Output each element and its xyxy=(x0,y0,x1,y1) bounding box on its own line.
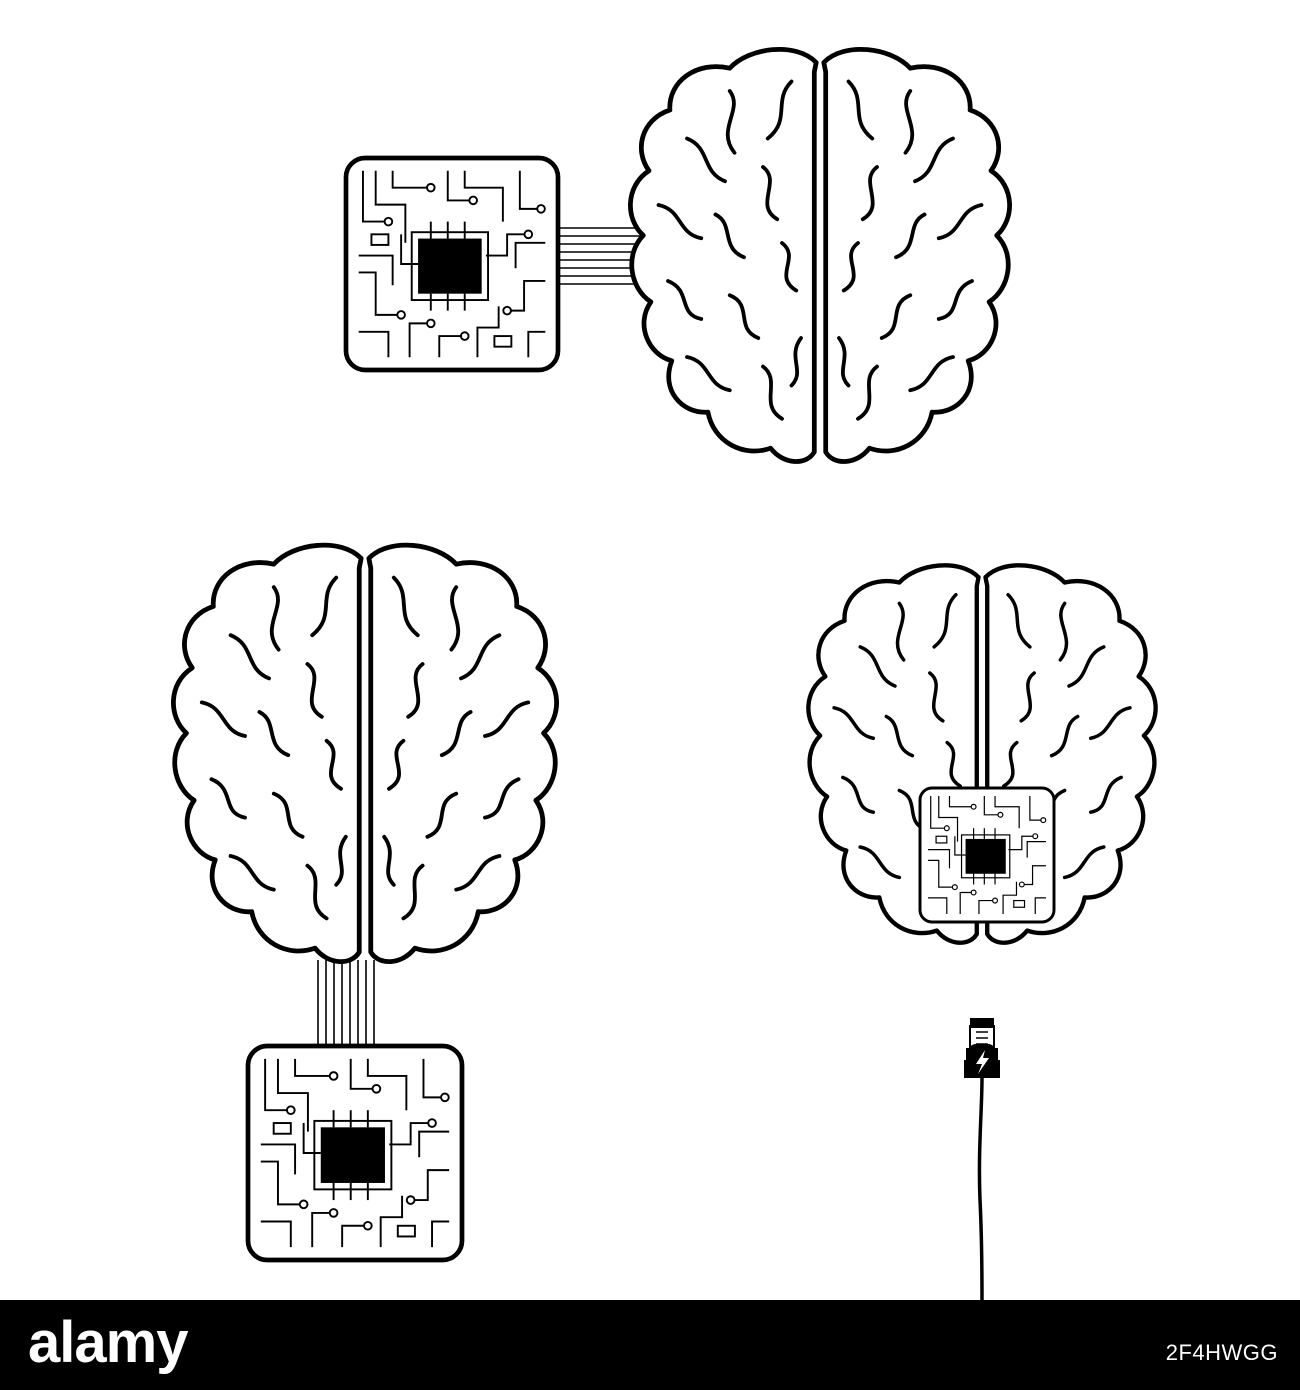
brain-with-bottom-chip xyxy=(173,545,556,1260)
svg-text:alamy: alamy xyxy=(28,1314,188,1375)
lightning-bolt-icon xyxy=(976,1050,989,1074)
ribbon-cable xyxy=(317,960,375,1050)
brain xyxy=(173,545,556,961)
stock-image-id: 2F4HWGG xyxy=(1165,1340,1278,1365)
brain-with-side-chip xyxy=(346,49,1010,461)
lightning-cable xyxy=(964,1018,1000,1300)
illustration-canvas xyxy=(0,0,1300,1300)
embedded-chip xyxy=(918,786,1056,924)
circuit-board-chip xyxy=(248,1046,462,1260)
brain xyxy=(630,49,1009,461)
brain-with-charging-cable xyxy=(808,565,1155,1300)
watermark-footer: alamy 2F4HWGG xyxy=(0,1300,1300,1390)
circuit-board-chip xyxy=(346,158,558,370)
ribbon-cable xyxy=(555,227,668,285)
alamy-logo: alamy xyxy=(28,1314,189,1375)
